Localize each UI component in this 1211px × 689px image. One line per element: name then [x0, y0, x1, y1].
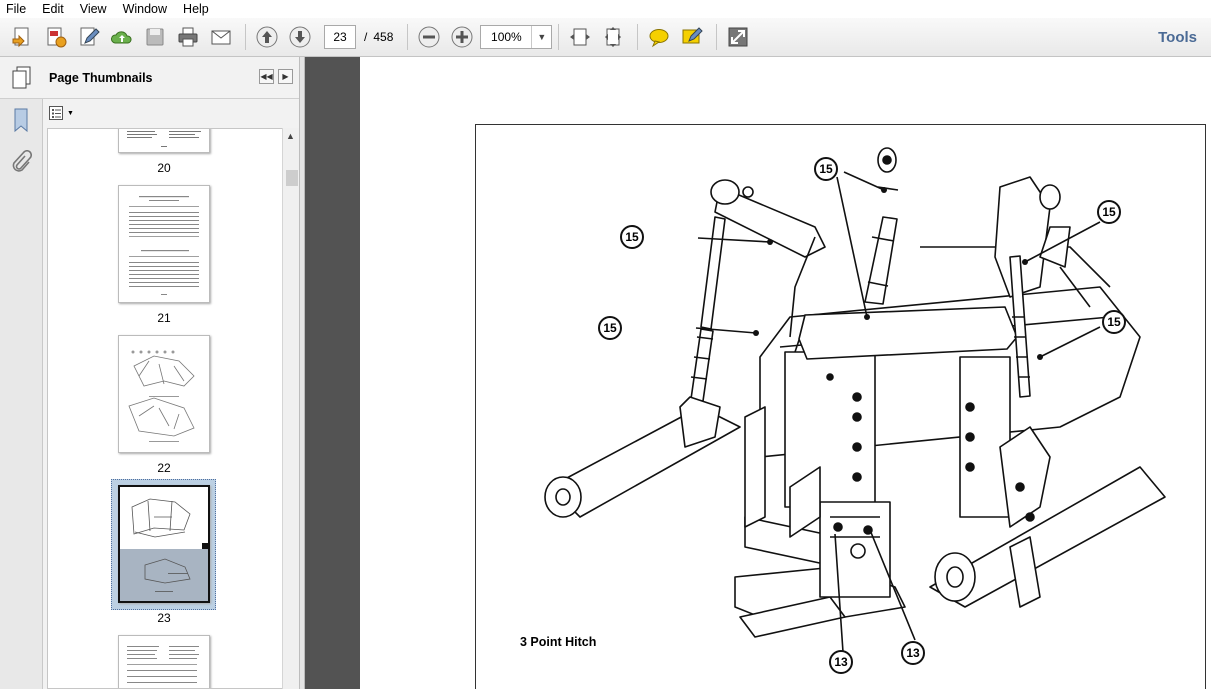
expand-panel-button[interactable]: ▶ — [278, 69, 293, 84]
save-icon[interactable] — [140, 22, 170, 52]
panel-title: Page Thumbnails — [49, 70, 153, 85]
options-button[interactable]: ▼ — [49, 106, 74, 120]
panel-splitter[interactable] — [300, 57, 305, 689]
page-thumbnails-tab[interactable] — [0, 57, 43, 99]
page-preview-icon — [127, 131, 201, 147]
thumbnails-panel: Page Thumbnails ◀◀ ▶ ▼ 20 — [43, 57, 300, 689]
hitch-illustration — [544, 147, 1166, 653]
document-page: 15 15 15 15 15 13 13 3 Point Hitch — [360, 57, 1211, 689]
chevron-down-icon[interactable]: ▼ — [531, 26, 551, 48]
page-total: 458 — [373, 30, 394, 44]
page-number-input[interactable]: 23 — [324, 25, 356, 49]
toolbar: 23 / 458 100% ▼ Tools — [0, 18, 1211, 57]
figure-caption: 3 Point Hitch — [520, 635, 597, 649]
highlight-icon[interactable] — [677, 22, 707, 52]
chevron-down-icon: ▼ — [67, 109, 74, 117]
thumbnail-page-current[interactable] — [118, 485, 210, 603]
menu-help[interactable]: Help — [183, 2, 209, 16]
thumbnail-page[interactable] — [118, 129, 210, 153]
zoom-out-icon[interactable] — [414, 22, 444, 52]
scroll-up-icon[interactable]: ▲ — [286, 131, 295, 141]
toolbar-separator — [245, 24, 246, 50]
thumbnail-scrollbar[interactable]: ▲ — [282, 128, 299, 689]
tools-button[interactable]: Tools — [1158, 29, 1197, 46]
zoom-select[interactable]: 100% ▼ — [480, 25, 553, 49]
callout-label: 13 — [829, 650, 853, 674]
prev-page-icon[interactable] — [252, 22, 282, 52]
thumbnail-page[interactable] — [118, 635, 210, 688]
edit-icon[interactable] — [74, 22, 104, 52]
toolbar-separator — [407, 24, 409, 50]
page-separator: / — [364, 30, 368, 44]
thumbnail-page[interactable] — [118, 185, 210, 303]
export-pdf-icon[interactable] — [41, 22, 71, 52]
menu-window[interactable]: Window — [122, 2, 168, 16]
bookmark-icon[interactable] — [8, 107, 34, 133]
menu-bar: File Edit View Window Help — [0, 0, 1211, 18]
navigation-rail — [0, 57, 43, 689]
thumbnail-label: 20 — [157, 161, 171, 175]
callout-label: 15 — [620, 225, 644, 249]
toolbar-separator — [558, 24, 560, 50]
figure-frame — [475, 124, 1206, 689]
menu-edit[interactable]: Edit — [42, 2, 64, 16]
options-list-icon — [49, 106, 63, 120]
scroll-thumb[interactable] — [286, 170, 298, 186]
thumbnail-list[interactable]: 20 21 — [47, 128, 283, 689]
callout-label: 15 — [1097, 200, 1121, 224]
document-viewport[interactable]: 15 15 15 15 15 13 13 3 Point Hitch — [305, 57, 1211, 689]
menu-view[interactable]: View — [79, 2, 107, 16]
panel-header: Page Thumbnails ◀◀ ▶ — [43, 57, 299, 99]
upload-cloud-icon[interactable] — [107, 22, 137, 52]
thumbnail-label: 23 — [157, 611, 171, 625]
paperclip-icon[interactable] — [8, 150, 34, 176]
callout-label: 15 — [1102, 310, 1126, 334]
fit-page-icon[interactable] — [598, 22, 628, 52]
fit-width-icon[interactable] — [565, 22, 595, 52]
panel-tools: ▼ — [43, 99, 299, 127]
email-icon[interactable] — [206, 22, 236, 52]
thumbnail-page[interactable] — [118, 335, 210, 453]
print-icon[interactable] — [173, 22, 203, 52]
collapse-panel-button[interactable]: ◀◀ — [259, 69, 274, 84]
callout-label: 15 — [814, 157, 838, 181]
thumbnail-label: 22 — [157, 461, 171, 475]
page-preview-icon — [127, 646, 199, 683]
menu-file[interactable]: File — [6, 2, 27, 16]
next-page-icon[interactable] — [285, 22, 315, 52]
zoom-value: 100% — [491, 30, 522, 44]
callout-label: 13 — [901, 641, 925, 665]
page-preview-icon — [129, 196, 199, 295]
pages-icon — [12, 66, 30, 88]
thumbnail-label: 21 — [157, 311, 171, 325]
comment-icon[interactable] — [644, 22, 674, 52]
fullscreen-icon[interactable] — [723, 22, 753, 52]
zoom-in-icon[interactable] — [447, 22, 477, 52]
toolbar-separator — [716, 24, 718, 50]
page-preview-icon — [128, 350, 195, 442]
page-preview-icon — [120, 498, 208, 601]
create-pdf-icon[interactable] — [8, 22, 38, 52]
toolbar-separator — [637, 24, 639, 50]
panel-nav: ◀◀ ▶ — [259, 69, 293, 84]
callout-label: 15 — [598, 316, 622, 340]
